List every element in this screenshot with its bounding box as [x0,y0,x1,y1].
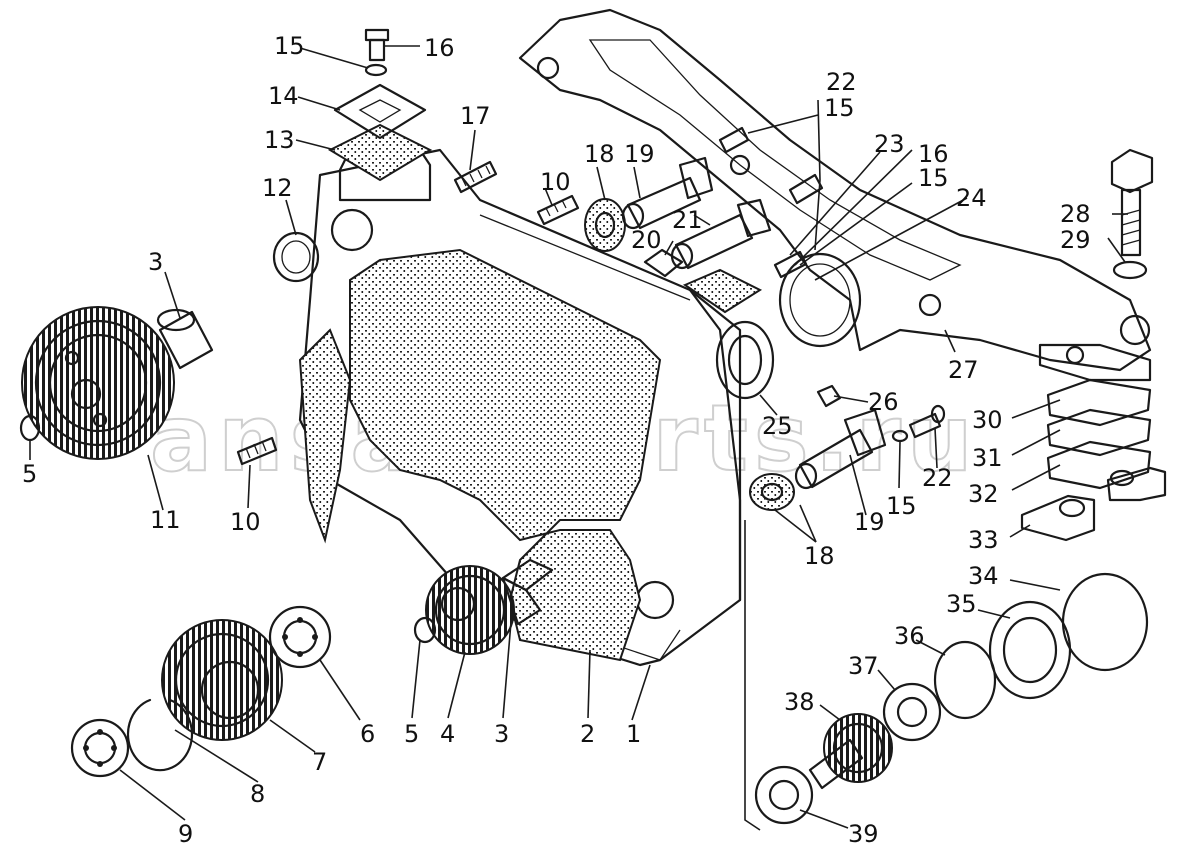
seal-25 [715,320,775,400]
callout-22: 22 [922,464,953,492]
callout-10: 10 [230,508,261,536]
callout-2: 2 [580,720,595,748]
callout-23: 23 [874,130,905,158]
ring-34 [1061,572,1149,672]
spring-17 [453,160,498,194]
pin-21 [670,198,772,270]
bearing-9 [70,718,130,778]
top-cover-assembly [327,28,433,182]
callout-1: 1 [626,720,641,748]
callout-25: 25 [762,412,793,440]
gasket-plate-23 [682,268,763,314]
gear-4 [425,565,515,655]
callout-labels: 15 16 14 13 12 17 18 19 10 21 20 22 15 2… [22,32,1091,848]
rear-bracket [518,8,1152,382]
callout-15: 15 [886,492,917,520]
seal-18-upper [584,198,626,252]
callout-17: 17 [460,102,491,130]
washer-29 [1112,260,1148,280]
callout-29: 29 [1060,226,1091,254]
callout-10: 10 [540,168,571,196]
shim-plates [1046,378,1152,490]
pin-19-lower [794,408,887,490]
housing-gasket [298,248,662,662]
callout-3: 3 [494,720,509,748]
ring-36 [933,640,997,720]
callout-32: 32 [968,480,999,508]
snap-ring-5-lower [413,616,437,644]
callout-35: 35 [946,590,977,618]
bearing-6 [268,605,332,669]
callout-11: 11 [150,506,181,534]
callout-12: 12 [262,174,293,202]
callout-39: 39 [848,820,879,848]
callout-8: 8 [250,780,265,808]
flange-20 [643,248,684,278]
callout-14: 14 [268,82,299,110]
callout-13: 13 [264,126,295,154]
callout-24: 24 [956,184,987,212]
callout-5: 5 [404,720,419,748]
circlip-8 [126,698,194,772]
callout-19: 19 [854,508,885,536]
callout-30: 30 [972,406,1003,434]
callout-21: 21 [672,206,703,234]
pin-19-upper [621,156,714,230]
callout-15: 15 [918,164,949,192]
callout-31: 31 [972,444,1003,472]
callout-15: 15 [824,94,855,122]
callout-20: 20 [631,226,662,254]
sleeve-3-lower [501,558,554,626]
callout-16: 16 [918,140,949,168]
sleeve-3-left [156,308,214,370]
callout-34: 34 [968,562,999,590]
assembly-bracket-line [744,520,761,831]
clip-26 [816,384,842,408]
callout-9: 9 [178,820,193,848]
callout-19: 19 [624,140,655,168]
seal-12 [272,231,320,283]
callout-18: 18 [804,542,835,570]
bolt-28 [1110,148,1154,257]
callout-16: 16 [424,34,455,62]
large-gear-11 [21,306,175,460]
bearing-37 [882,682,942,742]
callout-18: 18 [584,140,615,168]
bearing-39 [754,765,814,825]
gear-shaft-38 [808,713,893,790]
callout-36: 36 [894,622,925,650]
bolt-22-lower [908,404,946,439]
callout-37: 37 [848,652,879,680]
callout-15: 15 [274,32,305,60]
lever-33 [1020,466,1167,542]
leader-lines [29,45,1128,829]
callout-28: 28 [1060,200,1091,228]
callout-6: 6 [360,720,375,748]
washer-15-lower [891,429,909,443]
seal-18-lower [749,473,795,511]
callout-38: 38 [784,688,815,716]
callout-7: 7 [312,748,327,776]
bolt-22-upper [718,126,824,279]
callout-26: 26 [868,388,899,416]
spring-10-top [536,194,580,226]
callout-3: 3 [148,248,163,276]
callout-5: 5 [22,460,37,488]
callout-22: 22 [826,68,857,96]
cup-35 [988,600,1072,700]
ring-24 [778,252,862,348]
gear-7 [161,619,283,741]
callout-27: 27 [948,356,979,384]
callout-4: 4 [440,720,455,748]
callout-33: 33 [968,526,999,554]
spring-10-left [236,436,278,466]
